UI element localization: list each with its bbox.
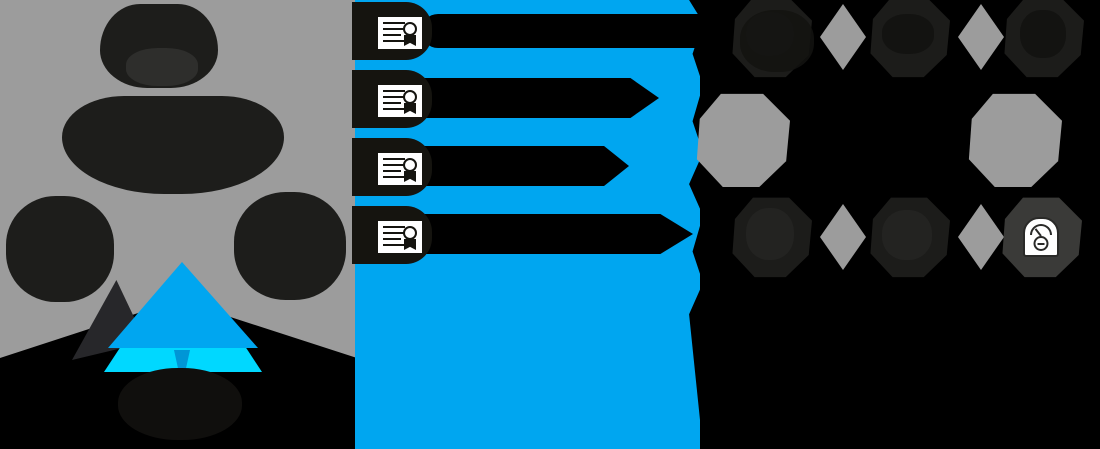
- badge-placeholder-left[interactable]: [696, 93, 790, 188]
- redacted-footer-note: [118, 368, 242, 440]
- gauge-minus-icon: [1033, 236, 1049, 251]
- redacted-stat-left: [6, 196, 114, 302]
- list-item[interactable]: [352, 206, 703, 264]
- network-icon: [870, 0, 950, 77]
- certificate-icon: [376, 151, 424, 187]
- badge-placeholder-right[interactable]: [968, 93, 1062, 188]
- cog-icon: [1004, 0, 1084, 77]
- badge-star[interactable]: [870, 197, 950, 278]
- shield-icon: [732, 198, 812, 278]
- diamond-divider-icon: [958, 204, 1004, 270]
- list-item-label: [421, 146, 629, 186]
- certificate-badge: [352, 206, 432, 264]
- certificate-ribbon-icon: [404, 239, 416, 250]
- certificate-ribbon-icon: [404, 103, 416, 114]
- certificate-lines-icon: [383, 22, 405, 44]
- list-item-label: [421, 78, 659, 118]
- badge-cog[interactable]: [1004, 0, 1084, 78]
- certificate-ribbon-icon: [404, 171, 416, 182]
- certificate-seal-icon: [403, 22, 417, 36]
- list-item[interactable]: [352, 70, 703, 128]
- certificate-icon: [376, 15, 424, 51]
- list-item[interactable]: [352, 2, 739, 60]
- certificate-badge: [352, 2, 432, 60]
- pyramid-body-icon: [108, 262, 258, 348]
- certificate-badge: [352, 138, 432, 196]
- certificate-lines-icon: [383, 226, 405, 248]
- list-item-label: [421, 214, 693, 254]
- certificate-ribbon-icon: [404, 35, 416, 46]
- list-item[interactable]: [352, 138, 703, 196]
- certificate-icon: [376, 83, 424, 119]
- pyramid-graphic: [72, 262, 262, 384]
- gauge-dial-icon: [1030, 224, 1052, 235]
- icon-badge-grid: [696, 0, 1100, 449]
- diamond-divider-icon: [820, 4, 866, 70]
- certificate-seal-icon: [403, 90, 417, 104]
- gauge-icon: [1002, 198, 1082, 278]
- certificate-lines-icon: [383, 158, 405, 180]
- diamond-divider-icon: [958, 4, 1004, 70]
- certificate-lines-icon: [383, 90, 405, 112]
- star-icon: [870, 198, 950, 278]
- redacted-body-band: [62, 96, 284, 194]
- redacted-subheading: [126, 48, 198, 86]
- certificate-icon: [376, 219, 424, 255]
- certificate-badge: [352, 70, 432, 128]
- pyramid-notch-icon: [174, 350, 190, 372]
- badge-gauge[interactable]: [1002, 197, 1082, 278]
- certificate-seal-icon: [403, 226, 417, 240]
- diamond-divider-icon: [820, 204, 866, 270]
- badge-device-shadow: [740, 10, 814, 72]
- certificate-seal-icon: [403, 158, 417, 172]
- badge-shield[interactable]: [732, 197, 812, 278]
- overview-panel: [0, 0, 357, 449]
- badge-network[interactable]: [870, 0, 950, 78]
- list-item-label: [421, 14, 739, 48]
